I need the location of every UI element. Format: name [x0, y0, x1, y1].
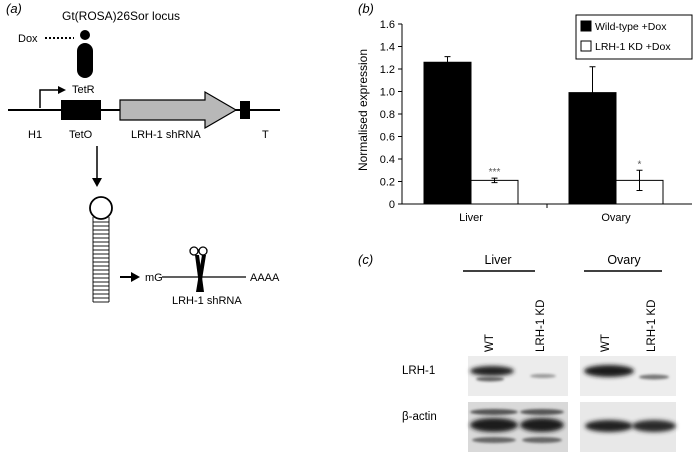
down-arrow-icon: [92, 178, 102, 187]
band-actin-liver-kd-lower: [522, 437, 562, 443]
legend-swatch-wildtype: [580, 20, 592, 32]
bar-liver-wildtype: [423, 61, 472, 205]
dox-label: Dox: [18, 33, 38, 45]
panel-b-label: (b): [358, 1, 374, 16]
lane-label-liver-kd: LRH-1 KD: [535, 300, 547, 352]
lane-label-ovary-wt: WT: [600, 334, 612, 352]
lane-label-ovary-kd: LRH-1 KD: [646, 300, 658, 352]
lane-label-liver-wt: WT: [484, 334, 496, 352]
band-lrh1-ovary-kd: [639, 374, 669, 380]
band-actin-ovary-kd: [632, 420, 676, 432]
band-actin-liver-wt: [470, 418, 518, 432]
band-actin-liver-wt-lower: [472, 437, 516, 443]
bar-liver-kd: [470, 179, 519, 205]
y-tick-label: 0: [389, 199, 395, 211]
x-tick-label-liver: Liver: [459, 212, 483, 224]
y-axis-ticks: 0 0.2 0.4 0.6 0.8 1.0 1.2 1.4 1.6: [380, 19, 402, 211]
shrna-gene-arrow: [119, 90, 238, 130]
band-actin-ovary-wt: [585, 420, 633, 432]
y-tick-label: 0.4: [380, 154, 395, 166]
hairpin-stem-icon: [92, 217, 110, 303]
shrna-label: LRH-1 shRNA: [131, 129, 201, 141]
band-lrh1-liver-wt: [470, 366, 514, 376]
y-tick-label: 1.4: [380, 42, 395, 54]
row-label-lrh1: LRH-1: [402, 365, 435, 377]
legend-swatch-kd: [580, 40, 592, 52]
y-tick-label: 1.2: [380, 64, 395, 76]
bar-chart: Normalised expression 0 0.2 0.4 0.6 0.8 1.0 1.…: [356, 14, 693, 224]
y-tick-label: 0.8: [380, 109, 395, 121]
dox-circle-icon: [80, 30, 90, 40]
tetr-protein-icon: [77, 43, 93, 78]
band-actin-liver-wt-upper: [470, 409, 518, 415]
band-lrh1-liver-wt-lower: [476, 376, 504, 382]
legend-label-kd: LRH-1 KD +Dox: [595, 41, 671, 53]
promoter-arrow-icon: [39, 89, 60, 108]
hairpin-loop-icon: [89, 196, 113, 220]
scissors-icon: [189, 246, 208, 292]
h1-label: H1: [28, 129, 42, 141]
mrna-shrna-label: LRH-1 shRNA: [172, 295, 242, 307]
legend-label-wildtype: Wild-type +Dox: [595, 21, 667, 33]
blot-group-ovary: Ovary: [607, 253, 641, 267]
mg-label: mG: [145, 272, 163, 284]
teto-label: TetO: [69, 129, 93, 141]
western-blot: Liver Ovary WT LRH-1 KD WT LRH-1 KD LRH-…: [402, 253, 676, 452]
right-arrow-icon: [131, 272, 140, 282]
teto-box: [61, 100, 101, 120]
significance-marker: ***: [489, 167, 501, 178]
blot-group-liver: Liver: [484, 253, 511, 267]
terminator-box: [240, 101, 250, 119]
panel-a-label: (a): [6, 1, 22, 16]
locus-title: Gt(ROSA)26Sor locus: [62, 9, 180, 23]
y-tick-label: 0.2: [380, 177, 395, 189]
band-lrh1-ovary-wt: [584, 365, 634, 377]
y-tick-label: 1.0: [380, 87, 395, 99]
panel-a-diagram: Gt(ROSA)26Sor locus Dox TetR H1 TetO LRH…: [8, 9, 280, 307]
promoter-arrowhead-icon: [58, 86, 66, 94]
x-tick-label-ovary: Ovary: [601, 212, 631, 224]
band-actin-liver-kd-upper: [520, 409, 564, 415]
band-lrh1-liver-kd: [530, 374, 556, 378]
y-axis-title: Normalised expression: [356, 49, 370, 171]
band-actin-liver-kd: [520, 418, 564, 432]
bars: ****: [423, 56, 664, 208]
y-tick-label: 0.6: [380, 132, 395, 144]
polya-label: AAAA: [250, 272, 280, 284]
tetr-label: TetR: [72, 84, 95, 96]
row-label-beta-actin: β-actin: [402, 411, 437, 423]
beta-actin-blot-strip: [468, 402, 676, 452]
y-tick-label: 1.6: [380, 19, 395, 31]
x-axis: Liver Ovary: [459, 212, 631, 224]
significance-marker: *: [638, 159, 642, 170]
chart-legend: Wild-type +Dox LRH-1 KD +Dox: [575, 14, 693, 60]
panel-c-label: (c): [358, 252, 374, 267]
lrh1-blot-strip: [468, 356, 676, 396]
t-label: T: [262, 129, 269, 141]
